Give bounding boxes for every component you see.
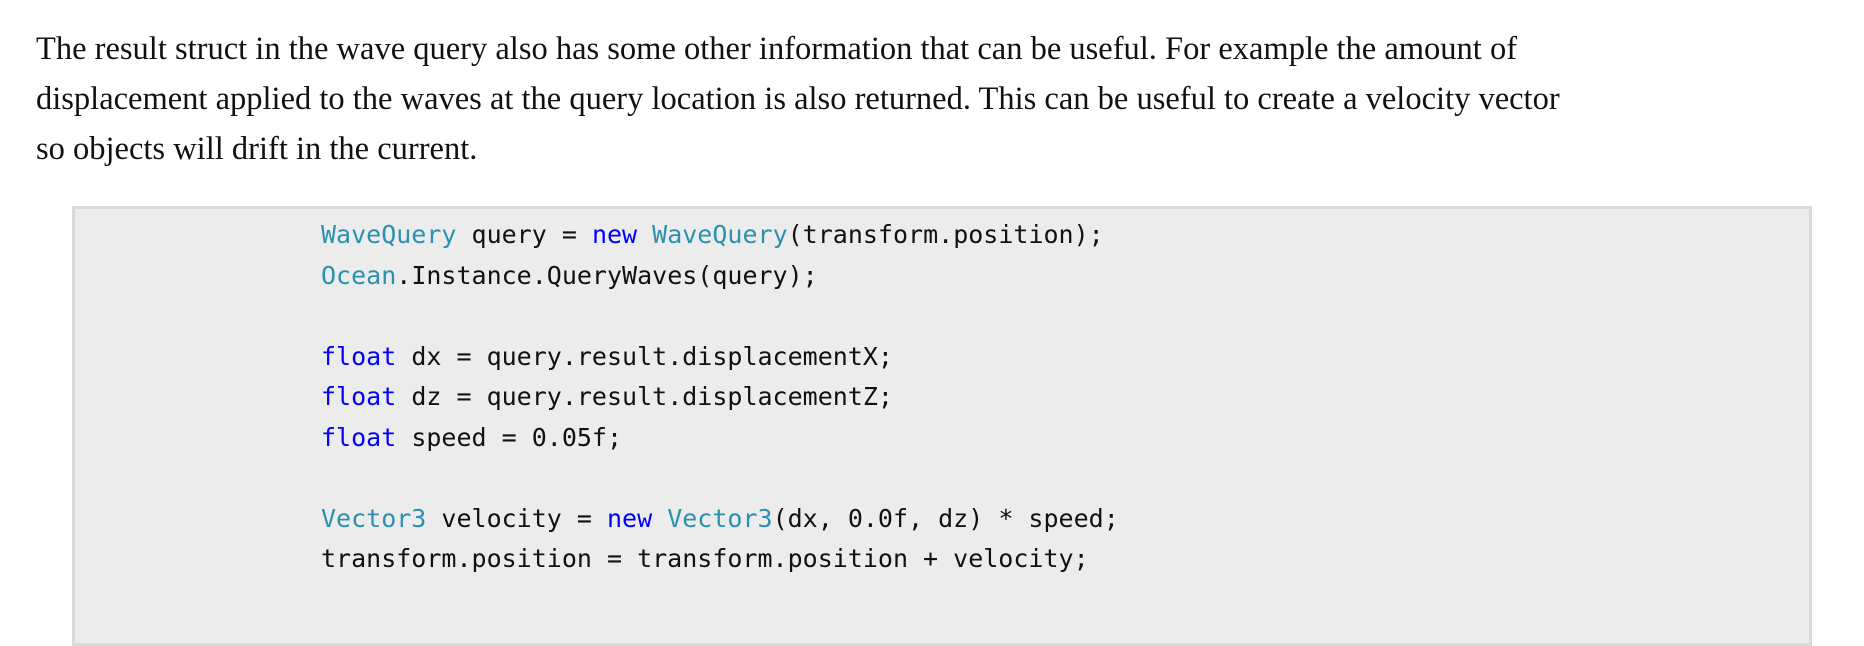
code-token: .Instance.QueryWaves(query);: [396, 260, 818, 290]
code-token: dz = query.result.displacementZ;: [396, 382, 893, 411]
code-type-token: WaveQuery: [321, 220, 457, 249]
code-type-token: Vector3: [667, 503, 773, 533]
code-line: float dx = query.result.displacementX;: [321, 337, 1119, 378]
body-paragraph: The result struct in the wave query also…: [36, 24, 1836, 174]
code-token: dx = query.result.displacementX;: [396, 341, 893, 371]
code-type-token: Vector3: [321, 503, 427, 533]
code-keyword-token: float: [321, 341, 397, 371]
paragraph-line: The result struct in the wave query also…: [36, 31, 1518, 67]
code-token: speed = 0.05f;: [396, 422, 623, 452]
code-token: velocity =: [426, 503, 607, 533]
code-type-token: Ocean: [321, 260, 397, 290]
code-token: (transform.position);: [787, 220, 1104, 249]
code-line: [321, 296, 1119, 337]
code-keyword-token: float: [321, 382, 397, 411]
code-line: transform.position = transform.position …: [321, 539, 1119, 580]
code-token: transform.position = transform.position …: [321, 544, 1089, 573]
code-line: Vector3 velocity = new Vector3(dx, 0.0f,…: [321, 499, 1119, 540]
code-line: float dz = query.result.displacementZ;: [321, 377, 1119, 418]
code-keyword-token: new: [606, 503, 653, 533]
code-type-token: WaveQuery: [652, 220, 788, 249]
code-lines: WaveQuery query = new WaveQuery(transfor…: [321, 215, 1119, 580]
code-token: [652, 504, 667, 533]
code-line: WaveQuery query = new WaveQuery(transfor…: [321, 215, 1119, 256]
code-line: float speed = 0.05f;: [321, 418, 1119, 459]
code-token: (dx, 0.0f, dz) * speed;: [772, 503, 1119, 533]
code-line: Ocean.Instance.QueryWaves(query);: [321, 256, 1119, 297]
code-line: [321, 458, 1119, 499]
code-block: WaveQuery query = new WaveQuery(transfor…: [72, 206, 1812, 646]
code-keyword-token: new: [591, 220, 638, 249]
paragraph-line: displacement applied to the waves at the…: [36, 81, 1560, 117]
code-token: query =: [456, 220, 592, 249]
code-keyword-token: float: [321, 422, 397, 452]
code-token: [637, 220, 652, 249]
paragraph-line: so objects will drift in the current.: [36, 131, 478, 167]
